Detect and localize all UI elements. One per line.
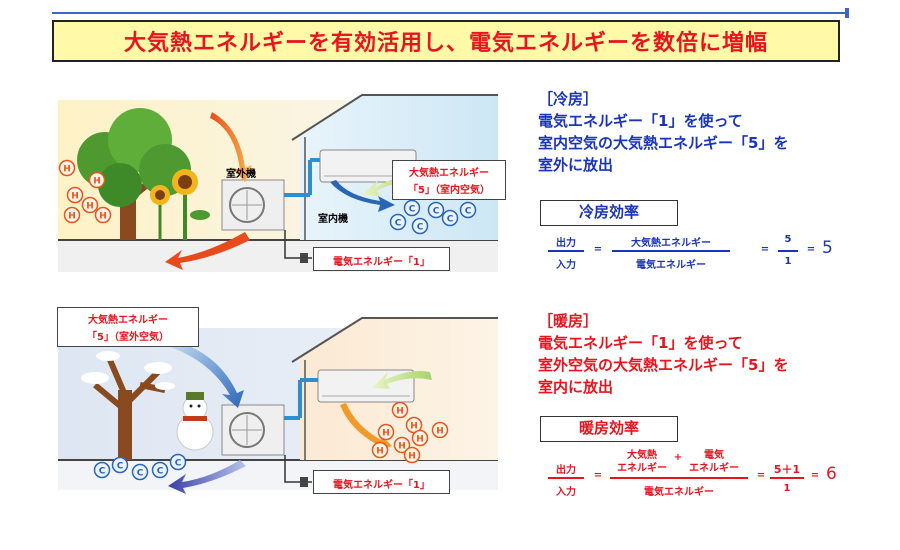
hot-molecule-icon	[94, 206, 112, 224]
cold-molecule-icon	[427, 201, 445, 219]
heating-result: 6	[826, 464, 837, 484]
molecule-label: H	[71, 192, 79, 202]
outdoor-unit-heating	[221, 378, 318, 456]
cold-molecule-icon	[131, 463, 149, 481]
hot-molecule-icon	[66, 186, 84, 204]
heating-heading: ［暖房］	[538, 312, 599, 330]
molecule-label: C	[465, 207, 472, 217]
cold-molecule-icon	[403, 199, 421, 217]
hot-molecule-icon	[403, 446, 421, 464]
top-rule	[52, 8, 849, 18]
molecule-label: H	[99, 212, 107, 222]
arrow-icon	[168, 460, 246, 494]
cooling-efficiency-title: 冷房効率	[540, 200, 678, 226]
molecule-label: C	[447, 215, 454, 225]
molecule-label: C	[395, 219, 402, 229]
hot-molecule-icon	[431, 421, 449, 439]
cooling-power-label: 電気エネルギー「1」	[333, 257, 430, 268]
hot-molecule-icon	[88, 171, 106, 189]
cold-molecule-icon	[411, 217, 429, 235]
winter-tree-icon	[81, 351, 175, 460]
arrow-icon	[340, 403, 392, 452]
cooling-callout: 大気熱エネルギー 「5」（室内空気）	[392, 160, 506, 200]
arrow-icon	[330, 180, 395, 212]
summer-tree-icon	[77, 108, 191, 240]
hot-molecule-icon	[81, 196, 99, 214]
outdoor-unit-label: 室外機	[226, 169, 256, 180]
molecule-label: C	[157, 467, 164, 477]
hot-molecule-icon	[411, 429, 429, 447]
heating-power-label: 電気エネルギー「1」	[333, 480, 430, 491]
title-banner: 大気熱エネルギーを有効活用し、電気エネルギーを数倍に増幅	[52, 20, 840, 62]
hot-molecule-icon	[63, 206, 81, 224]
cooling-desc-line: 室内空気の大気熱エネルギー「5」を	[538, 134, 789, 152]
cold-molecule-icon	[389, 213, 407, 231]
heating-power-label-box: 電気エネルギー「1」	[313, 470, 450, 494]
molecule-label: H	[408, 452, 416, 462]
outdoor-unit-cooling	[221, 158, 320, 231]
cold-molecule-icon	[151, 461, 169, 479]
hot-molecule-icon	[393, 436, 411, 454]
heating-desc-line: 室外空気の大気熱エネルギー「5」を	[538, 356, 789, 374]
molecule-label: C	[175, 459, 182, 469]
cold-molecule-icon	[441, 209, 459, 227]
arrow-icon	[210, 112, 252, 182]
hot-molecule-icon	[371, 441, 389, 459]
cooling-desc-line: 室外に放出	[538, 156, 614, 174]
molecule-label: H	[93, 177, 101, 187]
molecule-label: H	[382, 429, 390, 439]
molecule-label: H	[376, 447, 384, 457]
arrow-icon	[372, 371, 432, 389]
indoor-unit-label: 室内機	[318, 214, 348, 225]
cold-molecule-icon	[459, 201, 477, 219]
molecule-label: H	[410, 422, 418, 432]
snowman-icon	[176, 392, 214, 451]
cold-molecule-icon	[111, 456, 129, 474]
cold-molecule-icon	[169, 453, 187, 471]
molecule-label: H	[416, 435, 424, 445]
molecule-label: C	[137, 469, 144, 479]
heating-desc-line: 室内に放出	[538, 378, 614, 396]
heating-desc-line: 電気エネルギー「1」を使って	[538, 334, 743, 352]
molecule-label: C	[409, 205, 416, 215]
cooling-desc-line: 電気エネルギー「1」を使って	[538, 112, 743, 130]
molecule-label: C	[417, 223, 424, 233]
molecule-label: C	[433, 207, 440, 217]
molecule-label: H	[398, 442, 406, 452]
molecule-label: H	[63, 165, 71, 175]
molecule-label: C	[99, 467, 106, 477]
heating-callout: 大気熱エネルギー 「5」（室外空気）	[57, 307, 199, 347]
hot-molecule-icon	[377, 423, 395, 441]
molecule-label: H	[396, 407, 404, 417]
molecule-label: H	[68, 212, 76, 222]
sunflower-icon	[150, 169, 210, 240]
molecule-label: H	[86, 202, 94, 212]
cooling-result: 5	[822, 238, 833, 258]
page-title: 大気熱エネルギーを有効活用し、電気エネルギーを数倍に増幅	[123, 31, 768, 56]
cold-molecules: C C C C C	[93, 453, 187, 481]
cooling-power-label-box: 電気エネルギー「1」	[313, 247, 450, 271]
arrow-icon	[165, 232, 250, 270]
cold-molecule-icon	[93, 461, 111, 479]
molecule-label: H	[436, 427, 444, 437]
molecule-label: C	[117, 462, 124, 472]
hot-molecule-icon	[58, 159, 76, 177]
cooling-heading: ［冷房］	[538, 90, 599, 108]
heating-efficiency-title: 暖房効率	[540, 416, 678, 442]
hot-molecule-icon	[391, 401, 409, 419]
